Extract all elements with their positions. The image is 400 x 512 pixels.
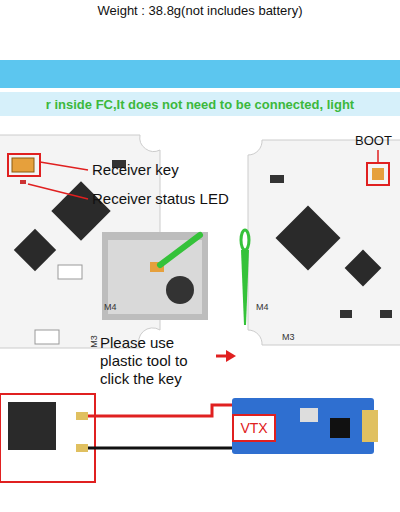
motor-label: M3 [282, 332, 295, 343]
solder-pads [0, 394, 95, 482]
callout-label: Receiver status LED [92, 190, 229, 208]
node-text: r inside FC,It does not need to be conne… [46, 97, 354, 112]
red-wire [88, 405, 232, 416]
photo-inset [102, 232, 208, 320]
callout-label: BOOT [355, 133, 392, 149]
pad-sign: - [64, 440, 68, 454]
motor-label: M4 [256, 302, 269, 313]
vtx-board [232, 398, 378, 454]
motor-label: M4 [104, 302, 117, 313]
node-text: VTX [240, 420, 267, 436]
leader-line [28, 184, 88, 199]
vtx-label-box: VTX [232, 414, 276, 442]
banner-band: r inside FC,It does not need to be conne… [0, 92, 400, 116]
black-wire [88, 447, 240, 450]
instruction-note: Please use plastic tool to click the key [100, 334, 212, 388]
title: Weight : 38.8g(not includes battery) [0, 3, 400, 18]
flight-controller-board [248, 140, 400, 345]
leader-line [40, 162, 88, 170]
leader-line [377, 150, 379, 162]
callout-label: Receiver key [92, 161, 179, 179]
pad-sign: + [62, 408, 69, 422]
pointer-arrow [216, 350, 236, 362]
plastic-tool [241, 230, 249, 325]
motor-label: M3 [89, 335, 100, 348]
banner-bar [0, 60, 400, 88]
